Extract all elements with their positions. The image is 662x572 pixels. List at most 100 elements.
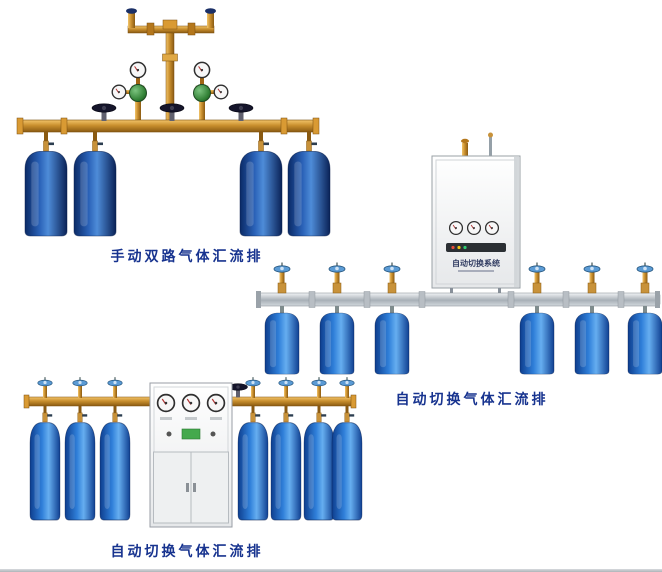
pipe-end-cap: [350, 394, 357, 409]
drop-pipe: [78, 406, 82, 414]
product-auto-switch-wall: 自动切换系统: [256, 132, 662, 375]
cylinder-valve: [306, 140, 318, 152]
drop-pipe: [284, 406, 288, 414]
pipe-union: [280, 117, 288, 135]
cabinet-pipe-connector: [450, 288, 453, 294]
cylinder-stations-right: [519, 262, 662, 375]
cylinder-valve: [344, 412, 355, 423]
aluminum-header-pipe: [257, 292, 661, 307]
cylinder-connector: [590, 306, 594, 313]
top-left-riser: [128, 12, 135, 28]
regulator-body: [193, 84, 211, 102]
caption-auto-switch-wall: 自动切换气体汇流排: [395, 391, 549, 407]
drop-pipe: [43, 406, 47, 414]
tee-fitting: [162, 19, 178, 30]
gas-cylinder: [574, 312, 610, 375]
pipe-end-cap: [23, 394, 30, 409]
cabinet-gauge: [448, 220, 464, 236]
blue-handwheel: [311, 376, 327, 387]
gas-cylinder: [303, 422, 335, 521]
gas-cylinder: [264, 312, 300, 375]
pipe-union: [60, 117, 68, 135]
gas-cylinder: [24, 150, 68, 237]
gas-cylinder: [374, 312, 410, 375]
control-knob: [166, 431, 172, 437]
shutoff-handwheel: [91, 103, 117, 122]
gas-cylinder: [29, 422, 61, 521]
shutoff-handwheel: [159, 103, 185, 122]
blue-handwheel: [636, 262, 654, 273]
shutoff-handwheel: [228, 103, 254, 122]
left-inlet-valve-handle: [126, 8, 137, 14]
cylinder-valve: [43, 140, 55, 152]
pipe-end-cap: [312, 117, 320, 135]
cylinder-stations-left: [264, 262, 410, 375]
valve-stem: [345, 386, 349, 398]
drop-pipe: [345, 406, 349, 414]
drop-pipe: [317, 406, 321, 414]
blue-handwheel: [528, 262, 546, 273]
pipe-joint-band: [562, 291, 570, 308]
drop-pipe: [259, 132, 263, 141]
cylinder-connector: [335, 306, 339, 313]
blue-handwheel: [107, 376, 123, 387]
blue-handwheel: [339, 376, 355, 387]
product-auto-switch-floor: [23, 376, 363, 528]
cabinet-door-outline: [435, 159, 517, 285]
regulator-stem: [199, 96, 205, 122]
pipe-end-cap: [256, 291, 261, 308]
regulator-stem: [135, 96, 141, 122]
pressure-gauge: [129, 61, 147, 79]
valve-stem: [642, 272, 648, 293]
cabinet-top-valve-handle: [461, 138, 469, 144]
blue-handwheel: [583, 262, 601, 273]
valve-stem: [317, 386, 321, 398]
valve-body: [332, 282, 342, 294]
gas-cylinder: [287, 150, 331, 237]
gas-cylinder: [237, 422, 269, 521]
cylinder-valve: [250, 412, 261, 423]
pipe-joint-band: [418, 291, 426, 308]
gauge-label-strip: [185, 417, 197, 420]
control-knob: [210, 431, 216, 437]
cabinet-gauge: [206, 393, 226, 413]
blue-handwheel: [273, 262, 291, 273]
gauge-label-strip: [210, 417, 222, 420]
header-pipe-right: [231, 396, 354, 407]
indicator-panel: [446, 243, 506, 252]
gauge-label-strip: [160, 417, 172, 420]
pressure-gauge: [111, 84, 127, 100]
union-fitting: [162, 53, 178, 62]
cylinder-connector: [390, 306, 394, 313]
valve-body: [640, 282, 650, 294]
cabinet-gauge: [466, 220, 482, 236]
cabinet-label: 自动切换系统: [452, 258, 500, 268]
caption-auto-switch-floor: 自动切换气体汇流排: [110, 543, 264, 559]
indicator-light-red: [451, 245, 455, 250]
indicator-light-green: [463, 245, 467, 250]
caption-manual-dual-manifold: 手动双路气体汇流排: [110, 248, 264, 264]
gauge-arm: [206, 90, 218, 94]
blue-handwheel: [328, 262, 346, 273]
top-right-riser: [207, 12, 214, 28]
valve-stem: [251, 386, 255, 398]
gas-cylinder: [331, 422, 363, 521]
pipe-end-cap: [16, 117, 24, 135]
cylinder-valve: [92, 140, 104, 152]
gas-cylinder: [64, 422, 96, 521]
indicator-light-yellow: [457, 245, 461, 250]
cylinder-connector: [535, 306, 539, 313]
gas-cylinder: [239, 150, 283, 237]
cylinder-valve: [77, 412, 88, 423]
gas-cylinder: [627, 312, 662, 375]
drop-pipe: [307, 132, 311, 141]
valve-stem: [113, 386, 117, 398]
gas-cylinder: [519, 312, 555, 375]
valve-body: [277, 282, 287, 294]
drop-pipe: [93, 132, 97, 141]
pressure-regulator-right: [193, 61, 229, 122]
gas-cylinder: [270, 422, 302, 521]
cylinder-valve: [283, 412, 294, 423]
gauge-arm: [122, 90, 134, 94]
